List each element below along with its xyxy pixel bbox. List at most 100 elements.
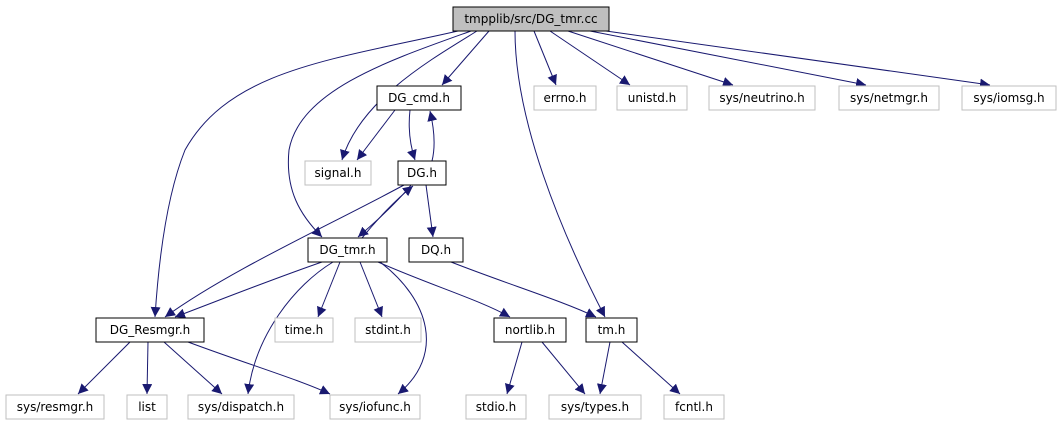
edge-tm-to-types [596, 341, 611, 395]
edge-dg_tmr-to-dg_resmgr [174, 261, 323, 319]
edge-tm-to-fcntl [621, 341, 681, 395]
edge-root-to-signal [340, 30, 478, 161]
edge-dg_resmgr-to-resmgr [77, 341, 131, 395]
edge-dg-to-dg_resmgr [164, 184, 405, 318]
node-list: list [126, 394, 168, 420]
node-label: nortlib.h [505, 323, 555, 337]
node-box [304, 160, 372, 186]
edge-root-to-neutrino [567, 30, 734, 87]
node-label: time.h [285, 323, 324, 337]
node-box [95, 317, 205, 343]
edge-dg_cmd-to-dg [407, 109, 417, 161]
edge-root-to-tm [514, 30, 606, 318]
edge-dg_tmr-to-iofunc [379, 261, 427, 395]
node-stdio: stdio.h [465, 394, 527, 420]
node-label: list [138, 400, 156, 414]
edge-dg_resmgr-to-iofunc [187, 341, 331, 395]
node-dq[interactable]: DQ.h [408, 237, 464, 263]
edge-root-to-dg_resmgr [150, 30, 459, 318]
node-unistd: unistd.h [616, 85, 688, 111]
edge-root-to-dg_tmr [287, 30, 472, 238]
edge-root-to-unistd [549, 30, 631, 86]
node-signal: signal.h [304, 160, 372, 186]
node-root[interactable]: tmpplib/src/DG_tmr.cc [452, 6, 610, 32]
edge-root-to-netmgr [589, 30, 867, 88]
node-box [5, 394, 105, 420]
node-fcntl: fcntl.h [663, 394, 725, 420]
node-box [838, 85, 940, 111]
node-dg-cmd[interactable]: DG_cmd.h [376, 85, 462, 111]
node-box [354, 317, 422, 343]
node-box [408, 237, 464, 263]
node-box [961, 85, 1057, 111]
edge-nortlib-to-types [541, 341, 586, 395]
node-label: DG_tmr.h [319, 243, 375, 257]
edge-dg_tmr-to-nortlib [377, 261, 511, 318]
edge-root-to-errno [533, 30, 557, 86]
node-label: tmpplib/src/DG_tmr.cc [464, 12, 597, 26]
node-box [493, 317, 567, 343]
node-types: sys/types.h [548, 394, 642, 420]
node-label: DG.h [407, 166, 437, 180]
node-box [663, 394, 725, 420]
node-label: sys/iomsg.h [973, 91, 1044, 105]
node-netmgr: sys/netmgr.h [838, 85, 940, 111]
node-box [329, 394, 421, 420]
node-nortlib[interactable]: nortlib.h [493, 317, 567, 343]
node-label: sys/types.h [561, 400, 629, 414]
node-label: signal.h [315, 166, 362, 180]
edge-dg_tmr-to-time [317, 261, 341, 318]
node-label: sys/iofunc.h [339, 400, 411, 414]
node-tm[interactable]: tm.h [585, 317, 638, 343]
node-errno: errno.h [533, 85, 597, 111]
node-box [307, 237, 388, 263]
node-box [465, 394, 527, 420]
node-neutrino: sys/neutrino.h [708, 85, 816, 111]
node-label: sys/resmgr.h [17, 400, 94, 414]
edge-dg_cmd-to-signal [356, 109, 396, 161]
edge-dg_tmr-to-stdint [359, 261, 383, 318]
node-time: time.h [274, 317, 334, 343]
node-iomsg: sys/iomsg.h [961, 85, 1057, 111]
node-box [548, 394, 642, 420]
edge-dg_resmgr-to-dispatch [163, 341, 223, 395]
node-box [616, 85, 688, 111]
node-box [376, 85, 462, 111]
edge-dg_tmr-to-dispatch [244, 261, 334, 395]
edge-root-to-dg_cmd [441, 30, 490, 86]
node-label: DG_Resmgr.h [110, 323, 191, 337]
node-box [708, 85, 816, 111]
node-box [397, 160, 447, 186]
node-dg[interactable]: DG.h [397, 160, 447, 186]
node-label: sys/neutrino.h [719, 91, 804, 105]
node-box [452, 6, 610, 32]
node-label: fcntl.h [675, 400, 713, 414]
edge-dg_tmr-to-dg [361, 185, 414, 239]
node-box [274, 317, 334, 343]
edge-dg-to-dg_tmr [357, 184, 412, 238]
edge-dg-to-dq [425, 184, 437, 238]
node-label: stdio.h [476, 400, 516, 414]
node-box [585, 317, 638, 343]
node-dg-tmr[interactable]: DG_tmr.h [307, 237, 388, 263]
node-stdint: stdint.h [354, 317, 422, 343]
node-label: stdint.h [365, 323, 411, 337]
node-label: unistd.h [628, 91, 677, 105]
node-box [533, 85, 597, 111]
node-resmgr: sys/resmgr.h [5, 394, 105, 420]
node-label: errno.h [544, 91, 587, 105]
node-label: DG_cmd.h [388, 91, 450, 105]
node-iofunc: sys/iofunc.h [329, 394, 421, 420]
edge-dg_resmgr-to-list [142, 341, 153, 395]
node-dispatch: sys/dispatch.h [187, 394, 295, 420]
node-box [126, 394, 168, 420]
node-label: sys/netmgr.h [850, 91, 928, 105]
node-box [187, 394, 295, 420]
node-label: sys/dispatch.h [198, 400, 284, 414]
edge-root-to-iomsg [605, 30, 991, 89]
edge-dq-to-tm [450, 261, 597, 318]
node-dg-resmgr[interactable]: DG_Resmgr.h [95, 317, 205, 343]
node-label: tm.h [598, 323, 626, 337]
edge-nortlib-to-stdio [504, 341, 523, 395]
